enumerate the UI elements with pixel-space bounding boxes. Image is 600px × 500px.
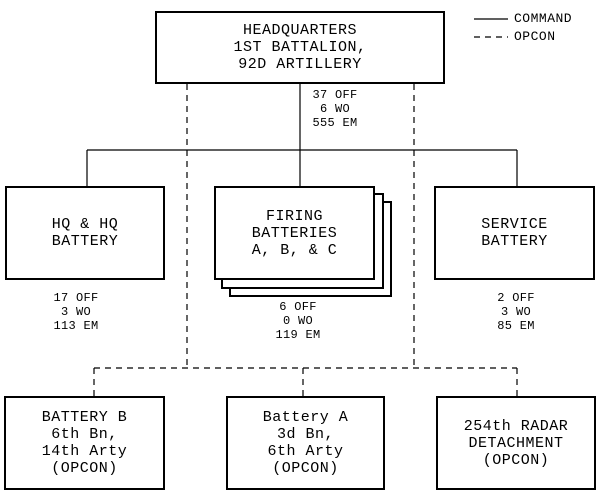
headquarters-line-3: 92D ARTILLERY xyxy=(238,56,362,73)
headquarters-stats: 37 OFF 6 WO 555 EM xyxy=(300,88,370,130)
service-battery-line-1: SERVICE xyxy=(481,216,548,233)
firing-batteries-line-3: A, B, & C xyxy=(251,241,338,259)
headquarters-line-1: HEADQUARTERS xyxy=(242,22,358,39)
battery-a-line-3: 6th Arty xyxy=(267,443,344,460)
hq-battery-line-2: BATTERY xyxy=(51,233,119,250)
firing-batteries-line-2: BATTERIES xyxy=(251,224,338,242)
hq-battery-officers: 17 OFF xyxy=(53,291,99,305)
radar-line-3: (OPCON) xyxy=(482,451,550,469)
battery-a-line-1: Battery A xyxy=(262,409,349,426)
firing-batteries-warrant-officers: 0 WO xyxy=(282,314,313,328)
legend-opcon-label: OPCON xyxy=(514,29,556,44)
service-battery-enlisted: 85 EM xyxy=(497,319,535,333)
service-battery-stats: 2 OFF 3 WO 85 EM xyxy=(480,291,552,333)
headquarters-box: HEADQUARTERS 1ST BATTALION, 92D ARTILLER… xyxy=(155,11,445,84)
hq-battery-warrant-officers: 3 WO xyxy=(60,305,91,319)
firing-batteries-stats: 6 OFF 0 WO 119 EM xyxy=(262,300,334,342)
battery-b-line-1: BATTERY B xyxy=(41,409,128,426)
battery-b-line-4: (OPCON) xyxy=(51,460,118,477)
headquarters-enlisted: 555 EM xyxy=(312,116,358,130)
firing-batteries-box: FIRING BATTERIES A, B, & C xyxy=(214,186,375,280)
battery-a-line-2: 3d Bn, xyxy=(276,426,334,443)
radar-line-2: DETACHMENT xyxy=(468,434,564,452)
service-battery-box: SERVICE BATTERY xyxy=(434,186,595,280)
service-battery-line-2: BATTERY xyxy=(481,233,548,250)
headquarters-line-2: 1ST BATTALION, xyxy=(233,39,367,56)
radar-detachment-box: 254th RADAR DETACHMENT (OPCON) xyxy=(436,396,596,490)
battery-b-box: BATTERY B 6th Bn, 14th Arty (OPCON) xyxy=(4,396,165,490)
hq-battery-line-1: HQ & HQ xyxy=(51,216,119,233)
hq-battery-stats: 17 OFF 3 WO 113 EM xyxy=(40,291,112,333)
firing-batteries-enlisted: 119 EM xyxy=(275,328,321,342)
firing-batteries-officers: 6 OFF xyxy=(279,300,317,314)
battery-b-line-2: 6th Bn, xyxy=(51,426,118,443)
battery-a-box: Battery A 3d Bn, 6th Arty (OPCON) xyxy=(226,396,385,490)
headquarters-warrant-officers: 6 WO xyxy=(319,102,350,116)
battery-b-line-3: 14th Arty xyxy=(41,443,128,460)
radar-line-1: 254th RADAR xyxy=(463,417,569,435)
hq-battery-box: HQ & HQ BATTERY xyxy=(5,186,165,280)
firing-batteries-line-1: FIRING xyxy=(265,207,323,225)
battery-a-line-4: (OPCON) xyxy=(272,460,339,477)
service-battery-warrant-officers: 3 WO xyxy=(500,305,531,319)
headquarters-officers: 37 OFF xyxy=(312,88,358,102)
hq-battery-enlisted: 113 EM xyxy=(53,319,99,333)
service-battery-officers: 2 OFF xyxy=(497,291,535,305)
legend-command-label: COMMAND xyxy=(514,11,573,26)
